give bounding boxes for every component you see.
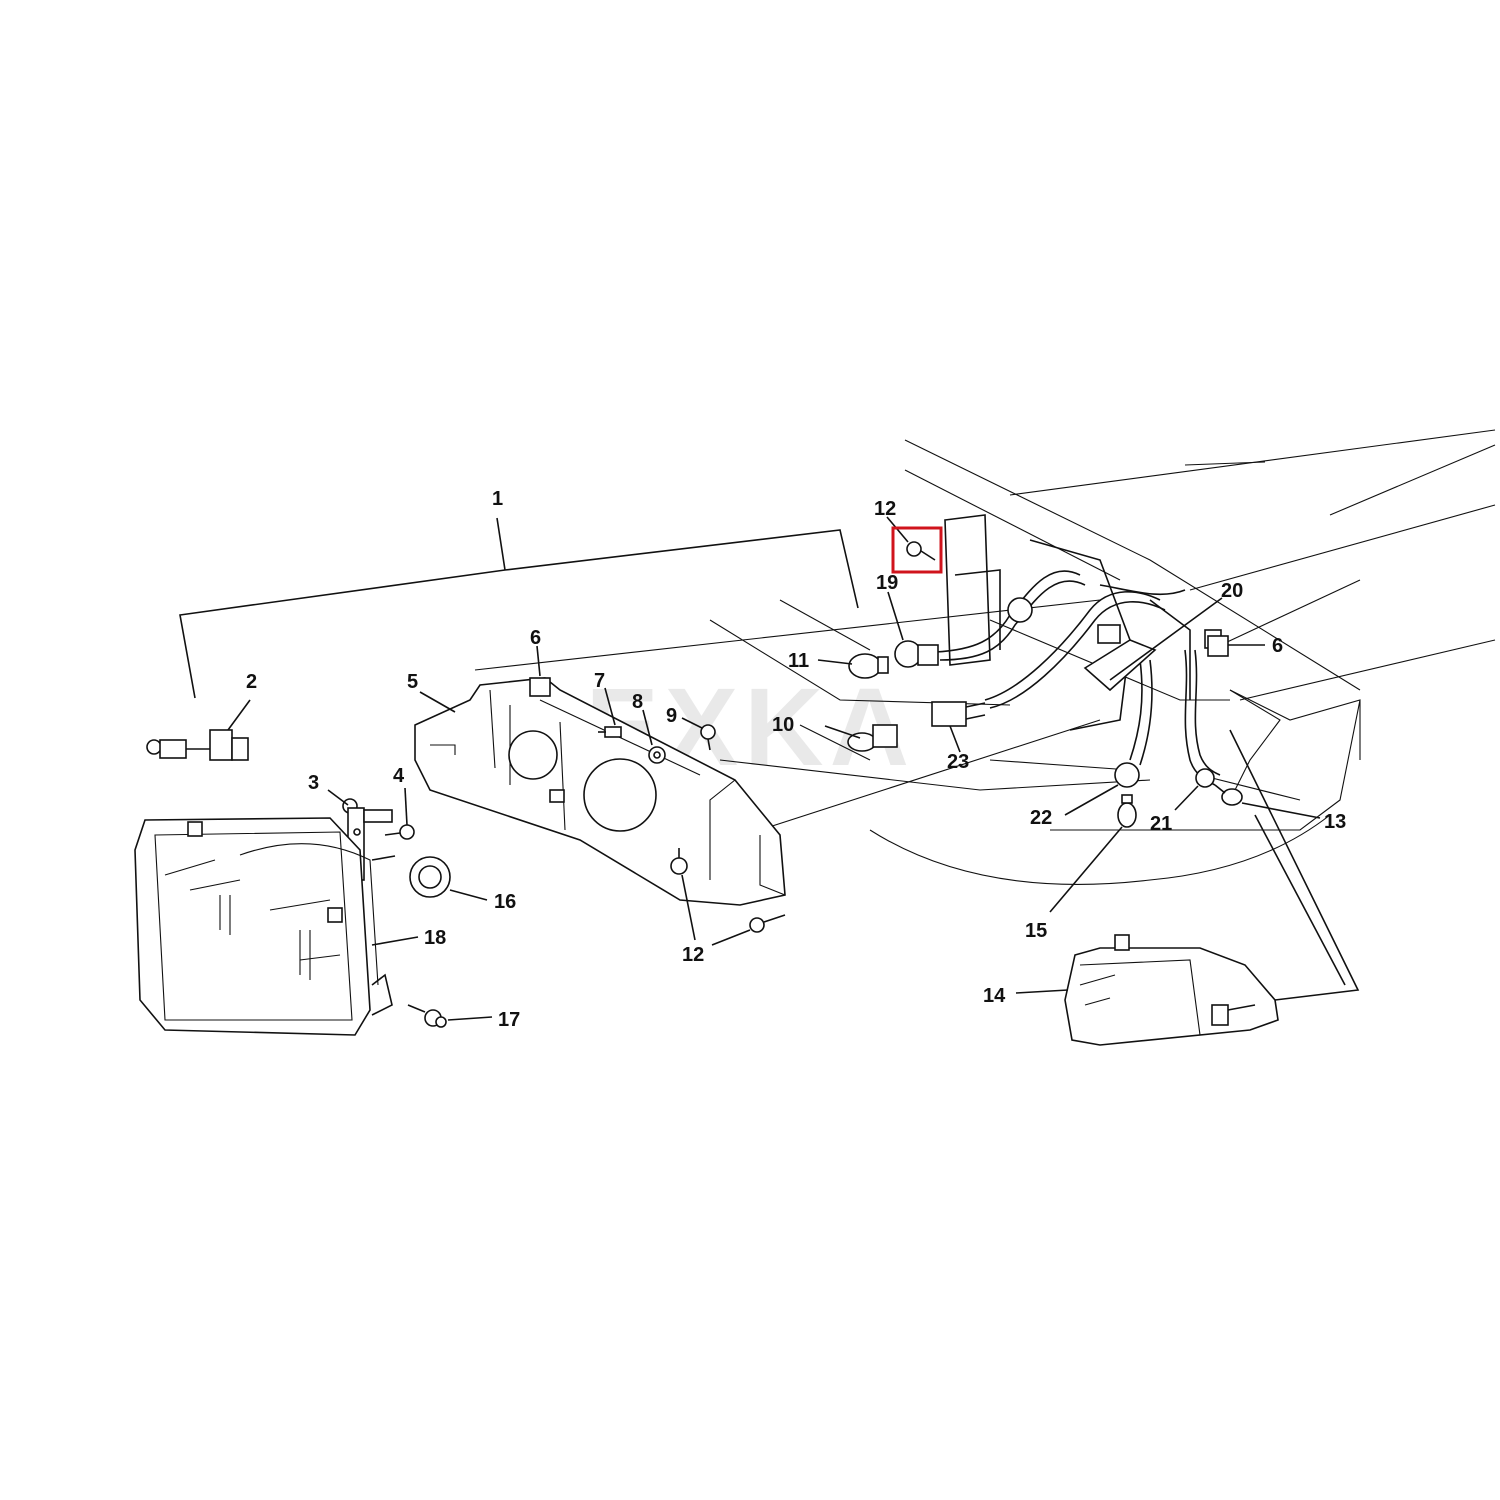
callout-14: 14 — [983, 985, 1006, 1007]
callout-20: 20 — [1221, 580, 1243, 602]
callout-6-left: 6 — [530, 627, 541, 649]
callout-23: 23 — [947, 751, 969, 773]
part-21-socket — [1174, 768, 1215, 811]
part-23-connector — [931, 701, 986, 753]
part-7-screw — [598, 687, 622, 738]
part-12-screw-lower — [670, 848, 786, 946]
callout-6-right: 6 — [1272, 635, 1283, 657]
callout-7: 7 — [594, 670, 605, 692]
callout-5: 5 — [407, 671, 418, 693]
callout-17: 17 — [498, 1009, 520, 1031]
part-6-clip-right — [1207, 635, 1265, 657]
callout-11: 11 — [788, 650, 809, 672]
callout-18: 18 — [424, 927, 446, 949]
part-18-headlamp — [134, 817, 419, 1036]
callout-22: 22 — [1030, 807, 1052, 829]
part-9-screw — [681, 717, 716, 751]
callout-1: 1 — [492, 488, 503, 510]
part-19-socket — [887, 591, 939, 668]
part-20-bracket — [1083, 597, 1223, 692]
callout-13: 13 — [1324, 811, 1346, 833]
part-5-mounting-panel — [414, 677, 786, 906]
part-6-clip-left — [529, 645, 551, 697]
part-16-retainer — [409, 856, 488, 901]
callout-15: 15 — [1025, 920, 1047, 942]
highlight-box — [891, 526, 943, 574]
callout-9: 9 — [666, 705, 677, 727]
part-10-bulb — [824, 724, 898, 752]
callout-8: 8 — [632, 691, 643, 713]
callout-12-bottom: 12 — [682, 944, 704, 966]
callout-10: 10 — [772, 714, 794, 736]
part-15-bulb — [1049, 794, 1137, 913]
part-13-bulb — [1214, 784, 1321, 819]
part-11-bulb — [817, 653, 889, 679]
part-4-screw — [384, 787, 415, 840]
part-17-adjuster-screw — [407, 1004, 493, 1028]
callout-12-top: 12 — [874, 498, 896, 520]
callout-21: 21 — [1150, 813, 1172, 835]
callout-labels: 1 2 3 4 5 6 7 8 9 10 11 12 12 13 14 15 1… — [246, 488, 1346, 1031]
callout-3: 3 — [308, 772, 319, 794]
callout-4: 4 — [393, 765, 405, 787]
vehicle-body — [474, 429, 1496, 885]
part-22-socket — [1064, 762, 1140, 816]
part-12-screw-highlighted — [886, 516, 936, 561]
part-2-adjuster — [146, 699, 251, 761]
callout-2: 2 — [246, 671, 257, 693]
wiring-harness — [934, 570, 1222, 786]
callout-19: 19 — [876, 572, 898, 594]
part-8-nut — [642, 709, 666, 764]
part-14-side-marker-lamp — [1015, 729, 1360, 1046]
callout-16: 16 — [494, 891, 516, 913]
